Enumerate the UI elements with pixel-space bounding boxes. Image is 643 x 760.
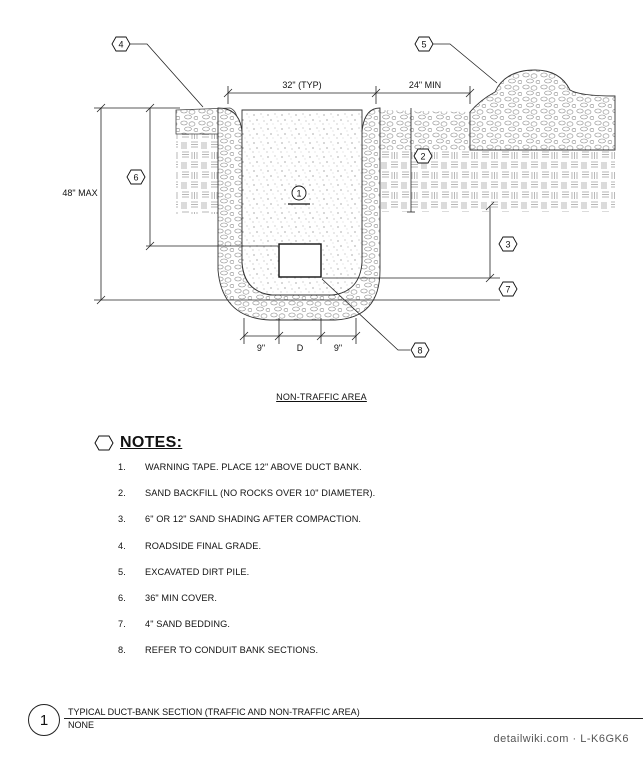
notes-list: 1.WARNING TAPE. PLACE 12" ABOVE DUCT BAN… <box>118 462 375 672</box>
callout-8: 8 <box>410 342 430 358</box>
svg-text:8: 8 <box>417 346 422 356</box>
svg-text:3: 3 <box>505 240 510 250</box>
callout-2: 2 <box>413 148 433 164</box>
detail-title: TYPICAL DUCT-BANK SECTION (TRAFFIC AND N… <box>68 707 360 717</box>
title-block: 1 TYPICAL DUCT-BANK SECTION (TRAFFIC AND… <box>28 704 643 740</box>
svg-text:6: 6 <box>133 173 138 183</box>
note-item: 4.ROADSIDE FINAL GRADE. <box>118 540 262 551</box>
detail-scale: NONE <box>68 720 95 730</box>
note-item: 8.REFER TO CONDUIT BANK SECTIONS. <box>118 645 319 656</box>
sand-backfill <box>241 109 363 296</box>
callout-6: 6 <box>126 169 146 185</box>
svg-text:1: 1 <box>296 189 301 199</box>
svg-text:4: 4 <box>118 40 123 50</box>
callout-4: 4 <box>111 36 131 52</box>
title-divider <box>64 718 643 719</box>
note-item: 7.4" SAND BEDDING. <box>118 619 231 630</box>
callout-5: 5 <box>414 36 434 52</box>
dim-duct: D <box>297 343 304 353</box>
duct-bank-section-drawing: 1 <box>62 36 616 358</box>
watermark: detailwiki.com · L-K6GK6 <box>493 733 629 745</box>
notes-header: NOTES: <box>94 434 182 452</box>
notes-title: NOTES: <box>120 434 183 451</box>
callout-7: 7 <box>498 281 518 297</box>
detail-number-badge: 1 <box>28 704 60 736</box>
dim-depth: 48" MAX <box>62 188 97 198</box>
hexagon-icon <box>94 435 114 451</box>
note-item: 1.WARNING TAPE. PLACE 12" ABOVE DUCT BAN… <box>118 462 362 472</box>
dim-left-clear: 9" <box>257 343 265 353</box>
warning-tape-callout: 1 <box>288 185 310 205</box>
dirt-pile <box>469 69 616 151</box>
note-item: 6.36" MIN COVER. <box>118 592 218 603</box>
roadside-grade-right <box>376 110 470 150</box>
dim-offset: 24" MIN <box>409 80 441 90</box>
note-item: 2.SAND BACKFILL (NO ROCKS OVER 10" DIAME… <box>118 488 376 499</box>
callout-3: 3 <box>498 236 518 252</box>
note-item: 5.EXCAVATED DIRT PILE. <box>118 566 250 577</box>
svg-text:2: 2 <box>420 152 425 162</box>
svg-text:5: 5 <box>421 40 426 50</box>
view-subtitle: NON-TRAFFIC AREA <box>276 392 367 402</box>
dim-trench-width: 32" (TYP) <box>282 80 321 90</box>
dim-right-clear: 9" <box>334 343 342 353</box>
duct-bank <box>278 243 322 278</box>
note-item: 3.6" OR 12" SAND SHADING AFTER COMPACTIO… <box>118 514 362 525</box>
svg-text:7: 7 <box>505 285 510 295</box>
